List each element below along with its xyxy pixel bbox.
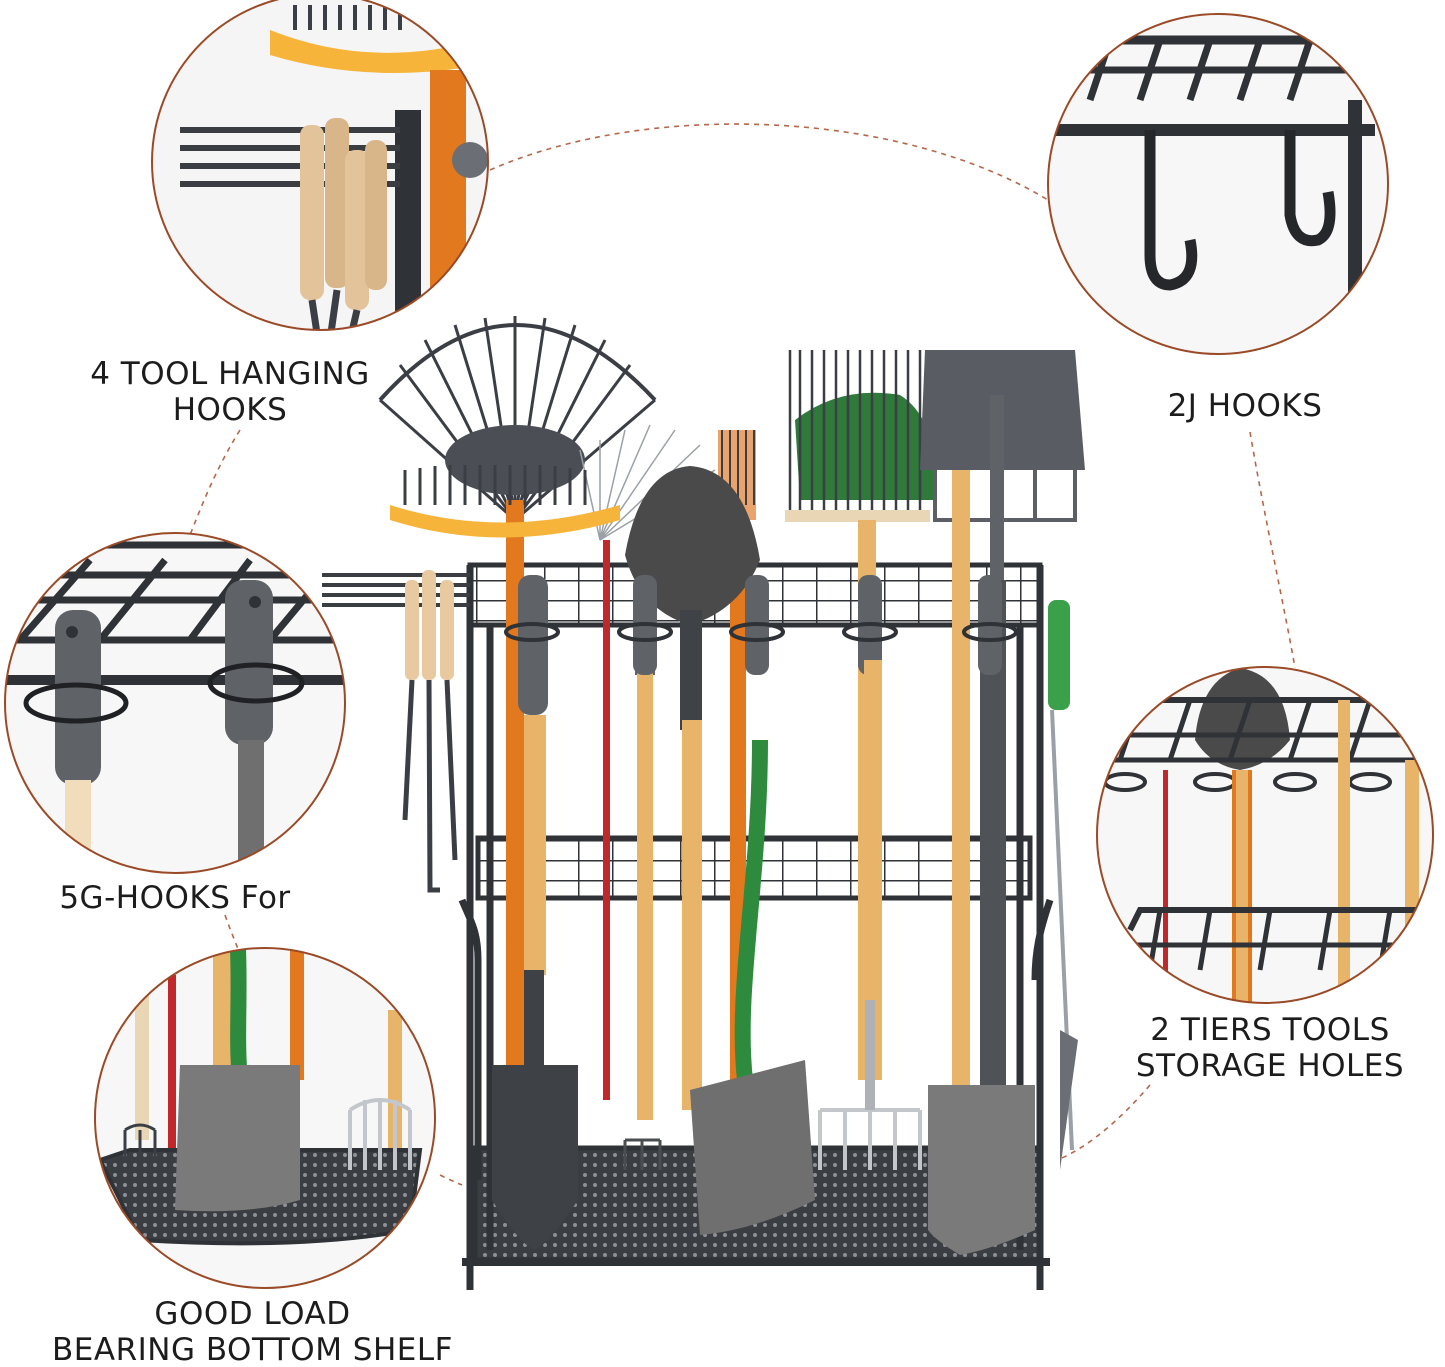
yellow-rake-head	[390, 505, 620, 538]
leaf-rake-back	[788, 350, 922, 520]
spade-left	[492, 1065, 578, 1250]
hand-tools-hanging	[402, 570, 458, 893]
label-bottom-shelf-line1: GOOD LOAD	[154, 1296, 351, 1332]
connector-right-lower	[1061, 1084, 1151, 1159]
connector-bottom	[439, 1174, 463, 1186]
wood-handle-4	[952, 470, 970, 1090]
red-handle	[603, 540, 610, 1100]
callout-g-hooks	[4, 532, 346, 874]
label-bottom-shelf: GOOD LOAD BEARING BOTTOM SHELF	[30, 1296, 475, 1367]
leaf-rake-light	[579, 424, 716, 541]
label-two-tiers-line2: STORAGE HOLES	[1135, 1048, 1405, 1084]
g-hook-rings	[504, 622, 1018, 642]
callout-bottom-shelf	[94, 947, 436, 1289]
wood-handle-1	[682, 720, 702, 1110]
label-two-tiers: 2 TIERS TOOLS STORAGE HOLES	[1110, 1012, 1430, 1084]
callout-two-tiers	[1096, 666, 1434, 1004]
label-hanging-hooks-line1: 4 TOOL HANGING	[90, 356, 370, 392]
green-saw-handle	[1048, 600, 1070, 710]
connector-left-upper	[189, 429, 241, 536]
wood-handle-2	[637, 670, 653, 1120]
green-hose	[734, 739, 768, 1081]
side-hanging-hooks	[322, 573, 470, 607]
green-scoop	[795, 392, 936, 500]
callout-j-hooks	[1047, 13, 1389, 355]
connector-right-upper	[1249, 431, 1296, 669]
label-j-hooks: 2J HOOKS	[1167, 388, 1323, 424]
rack-legs	[458, 565, 1054, 1290]
callout-hanging-hooks	[151, 0, 489, 331]
small-fork	[623, 1138, 662, 1170]
label-two-tiers-line1: 2 TIERS TOOLS	[1150, 1012, 1390, 1048]
label-hanging-hooks-line2: HOOKS	[172, 392, 288, 428]
connector-left-lower	[224, 914, 241, 956]
digging-fork	[818, 1000, 922, 1170]
label-g-hooks: 5G-HOOKS For	[59, 880, 291, 916]
connector-top	[489, 123, 1049, 201]
main-rack	[322, 316, 1085, 1290]
spade-center	[690, 1060, 815, 1235]
round-shovel-blade	[625, 466, 760, 625]
label-bottom-shelf-line2: BEARING BOTTOM SHELF	[52, 1332, 453, 1367]
label-hanging-hooks: 4 TOOL HANGING HOOKS	[60, 356, 400, 428]
spade-right	[928, 1085, 1035, 1255]
